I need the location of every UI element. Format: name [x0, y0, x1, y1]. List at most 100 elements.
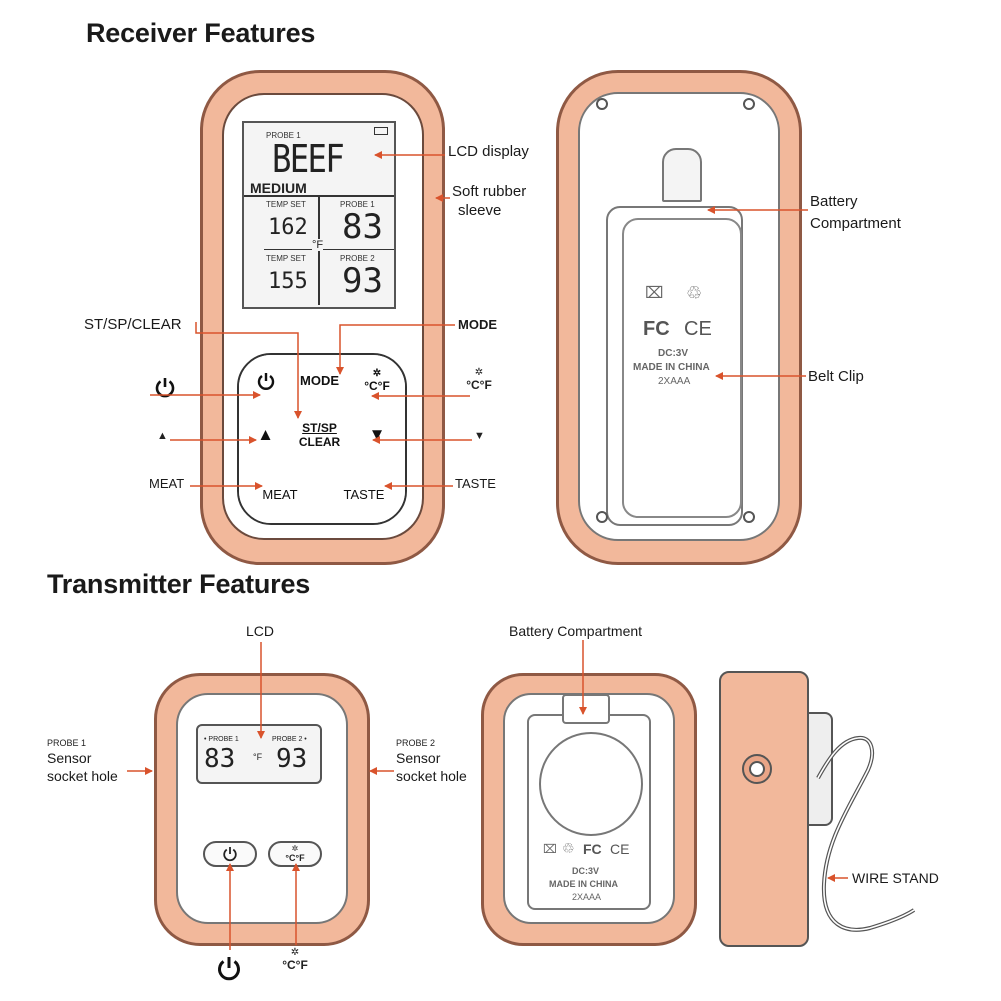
callout-down: ▼: [474, 430, 485, 442]
wire-stand-highlight: [817, 737, 915, 931]
lcd-probe1-value: 83: [342, 207, 383, 247]
callout-cf: ✲ °C°F: [464, 367, 494, 393]
lcd-temp-set-2: TEMP SET: [266, 254, 306, 263]
callout-tx-power-icon: [218, 957, 240, 981]
callout-stsp-clear: ST/SP/CLEAR: [84, 316, 182, 333]
recycle-icon: ♲: [686, 283, 703, 303]
callout-lcd-display: LCD display: [448, 143, 529, 160]
ce-mark: CE: [684, 318, 712, 340]
lcd-probe1-label: PROBE 1: [340, 200, 375, 209]
probe-socket-icon: [742, 754, 772, 784]
callout-battery-compartment: Battery Compartment: [509, 623, 643, 639]
callout-power-icon: [155, 378, 175, 398]
callout-cf-label: °C°F: [466, 378, 492, 392]
callout-light-icon: ✲: [474, 367, 484, 378]
callout-taste: TASTE: [455, 476, 496, 491]
screw-icon: [743, 511, 755, 523]
transmitter-side-body: [719, 671, 809, 947]
callout-lcd: LCD: [246, 623, 275, 639]
taste-button[interactable]: TASTE: [321, 464, 405, 523]
tx-weee-icon: ⌧: [543, 842, 557, 856]
light-icon: ✲: [372, 367, 382, 379]
callout-probe2-small: PROBE 2: [396, 738, 436, 748]
screw-icon: [743, 98, 755, 110]
tx-lcd-probe1: • PROBE 1: [204, 736, 239, 743]
weee-icon: ⌧: [645, 285, 664, 302]
callout-tx-cf-label: °C°F: [282, 958, 308, 972]
back-made-in: MADE IN CHINA: [633, 362, 710, 373]
screw-icon: [596, 98, 608, 110]
back-battery-type: 2XAAA: [658, 376, 691, 387]
lcd-divider-mid: [264, 249, 394, 250]
up-arrow-icon: ▲: [257, 425, 274, 444]
lcd-probe1-top: PROBE 1: [266, 131, 301, 140]
tx-lcd-value1: 83: [204, 744, 236, 774]
tx-fc-mark: FC: [583, 841, 602, 857]
belt-clip-inner: [622, 218, 742, 518]
callout-soft-rubber: Soft rubber: [452, 183, 527, 200]
callout-belt-clip: Belt Clip: [808, 368, 864, 385]
tx-cf-button[interactable]: ✲ °C°F: [268, 841, 322, 867]
callout-tx-cf: ✲ °C°F: [280, 947, 310, 973]
receiver-lcd: PROBE 1 BEEF MEDIUM TEMP SET PROBE 1 162…: [242, 121, 396, 309]
tx-recycle-icon: ♲: [562, 840, 575, 856]
tx-power-button[interactable]: [203, 841, 257, 867]
tx-lcd-probe2: PROBE 2 •: [272, 736, 307, 743]
tx-ce-mark: CE: [610, 841, 630, 857]
callout-sensor-left: Sensor: [47, 750, 92, 766]
taste-button-label: TASTE: [343, 487, 385, 502]
callout-sleeve: sleeve: [458, 202, 502, 219]
callout-tx-light-icon: ✲: [290, 947, 300, 958]
battery-icon: [374, 127, 388, 135]
callout-sensor-right: Sensor: [396, 750, 441, 766]
stsp-label: ST/SP: [302, 421, 337, 435]
callout-mode: MODE: [458, 317, 497, 332]
power-icon: [257, 372, 274, 390]
fc-mark: FC: [643, 318, 670, 340]
cf-button-label: °C°F: [364, 378, 390, 393]
tx-lcd-value2: 93: [276, 744, 308, 774]
receiver-keypad: MODE ✲ °C°F ▲ ST/SP CLEAR ▼ MEAT TASTE: [237, 353, 407, 525]
wire-stand-hook: [816, 735, 916, 932]
callout-meat: MEAT: [149, 476, 185, 491]
lcd-unit: °F: [312, 239, 324, 251]
arrow-stsp-clear: [195, 322, 302, 419]
screw-icon: [596, 511, 608, 523]
lcd-probe2-label: PROBE 2: [340, 254, 375, 263]
callout-probe1-small: PROBE 1: [47, 738, 87, 748]
callout-socket-left: socket hole: [47, 768, 118, 784]
mode-button-label: MODE: [300, 373, 339, 388]
callout-battery-1: Battery: [810, 193, 858, 210]
power-button[interactable]: [239, 355, 294, 408]
tx-lcd-unit: °F: [253, 752, 263, 762]
clear-label: CLEAR: [298, 435, 341, 449]
power-icon: [223, 847, 237, 862]
callout-socket-right: socket hole: [396, 768, 467, 784]
lcd-meat-text: BEEF: [272, 137, 345, 181]
tx-back-dc: DC:3V: [572, 866, 600, 876]
callout-wire-stand: WIRE STAND: [852, 870, 939, 886]
meat-button-label: MEAT: [262, 487, 298, 502]
lcd-temp-set-1: TEMP SET: [266, 200, 306, 209]
lcd-divider-vertical: [318, 197, 320, 305]
belt-clip-tab: [662, 148, 702, 202]
light-icon: ✲: [291, 844, 299, 853]
stsp-clear-button[interactable]: ST/SP CLEAR: [292, 406, 349, 466]
lcd-set-value-2: 155: [268, 269, 308, 294]
belt-clip: [606, 206, 743, 526]
lcd-doneness: MEDIUM: [250, 180, 307, 196]
tx-battery-circle: [539, 732, 643, 836]
arrow-mode: [336, 324, 455, 375]
callout-up: ▲: [157, 430, 168, 442]
lcd-set-value-1: 162: [268, 215, 308, 240]
tx-back-battery-type: 2XAAA: [572, 892, 602, 902]
tx-back-made-in: MADE IN CHINA: [549, 879, 618, 889]
callout-battery-2: Compartment: [810, 215, 901, 232]
lcd-divider: [244, 195, 394, 197]
tx-cf-label: °C°F: [285, 853, 305, 863]
transmitter-heading: Transmitter Features: [47, 569, 311, 599]
meat-button[interactable]: MEAT: [239, 464, 323, 523]
receiver-heading: Receiver Features: [86, 18, 316, 48]
back-dc: DC:3V: [658, 348, 689, 359]
